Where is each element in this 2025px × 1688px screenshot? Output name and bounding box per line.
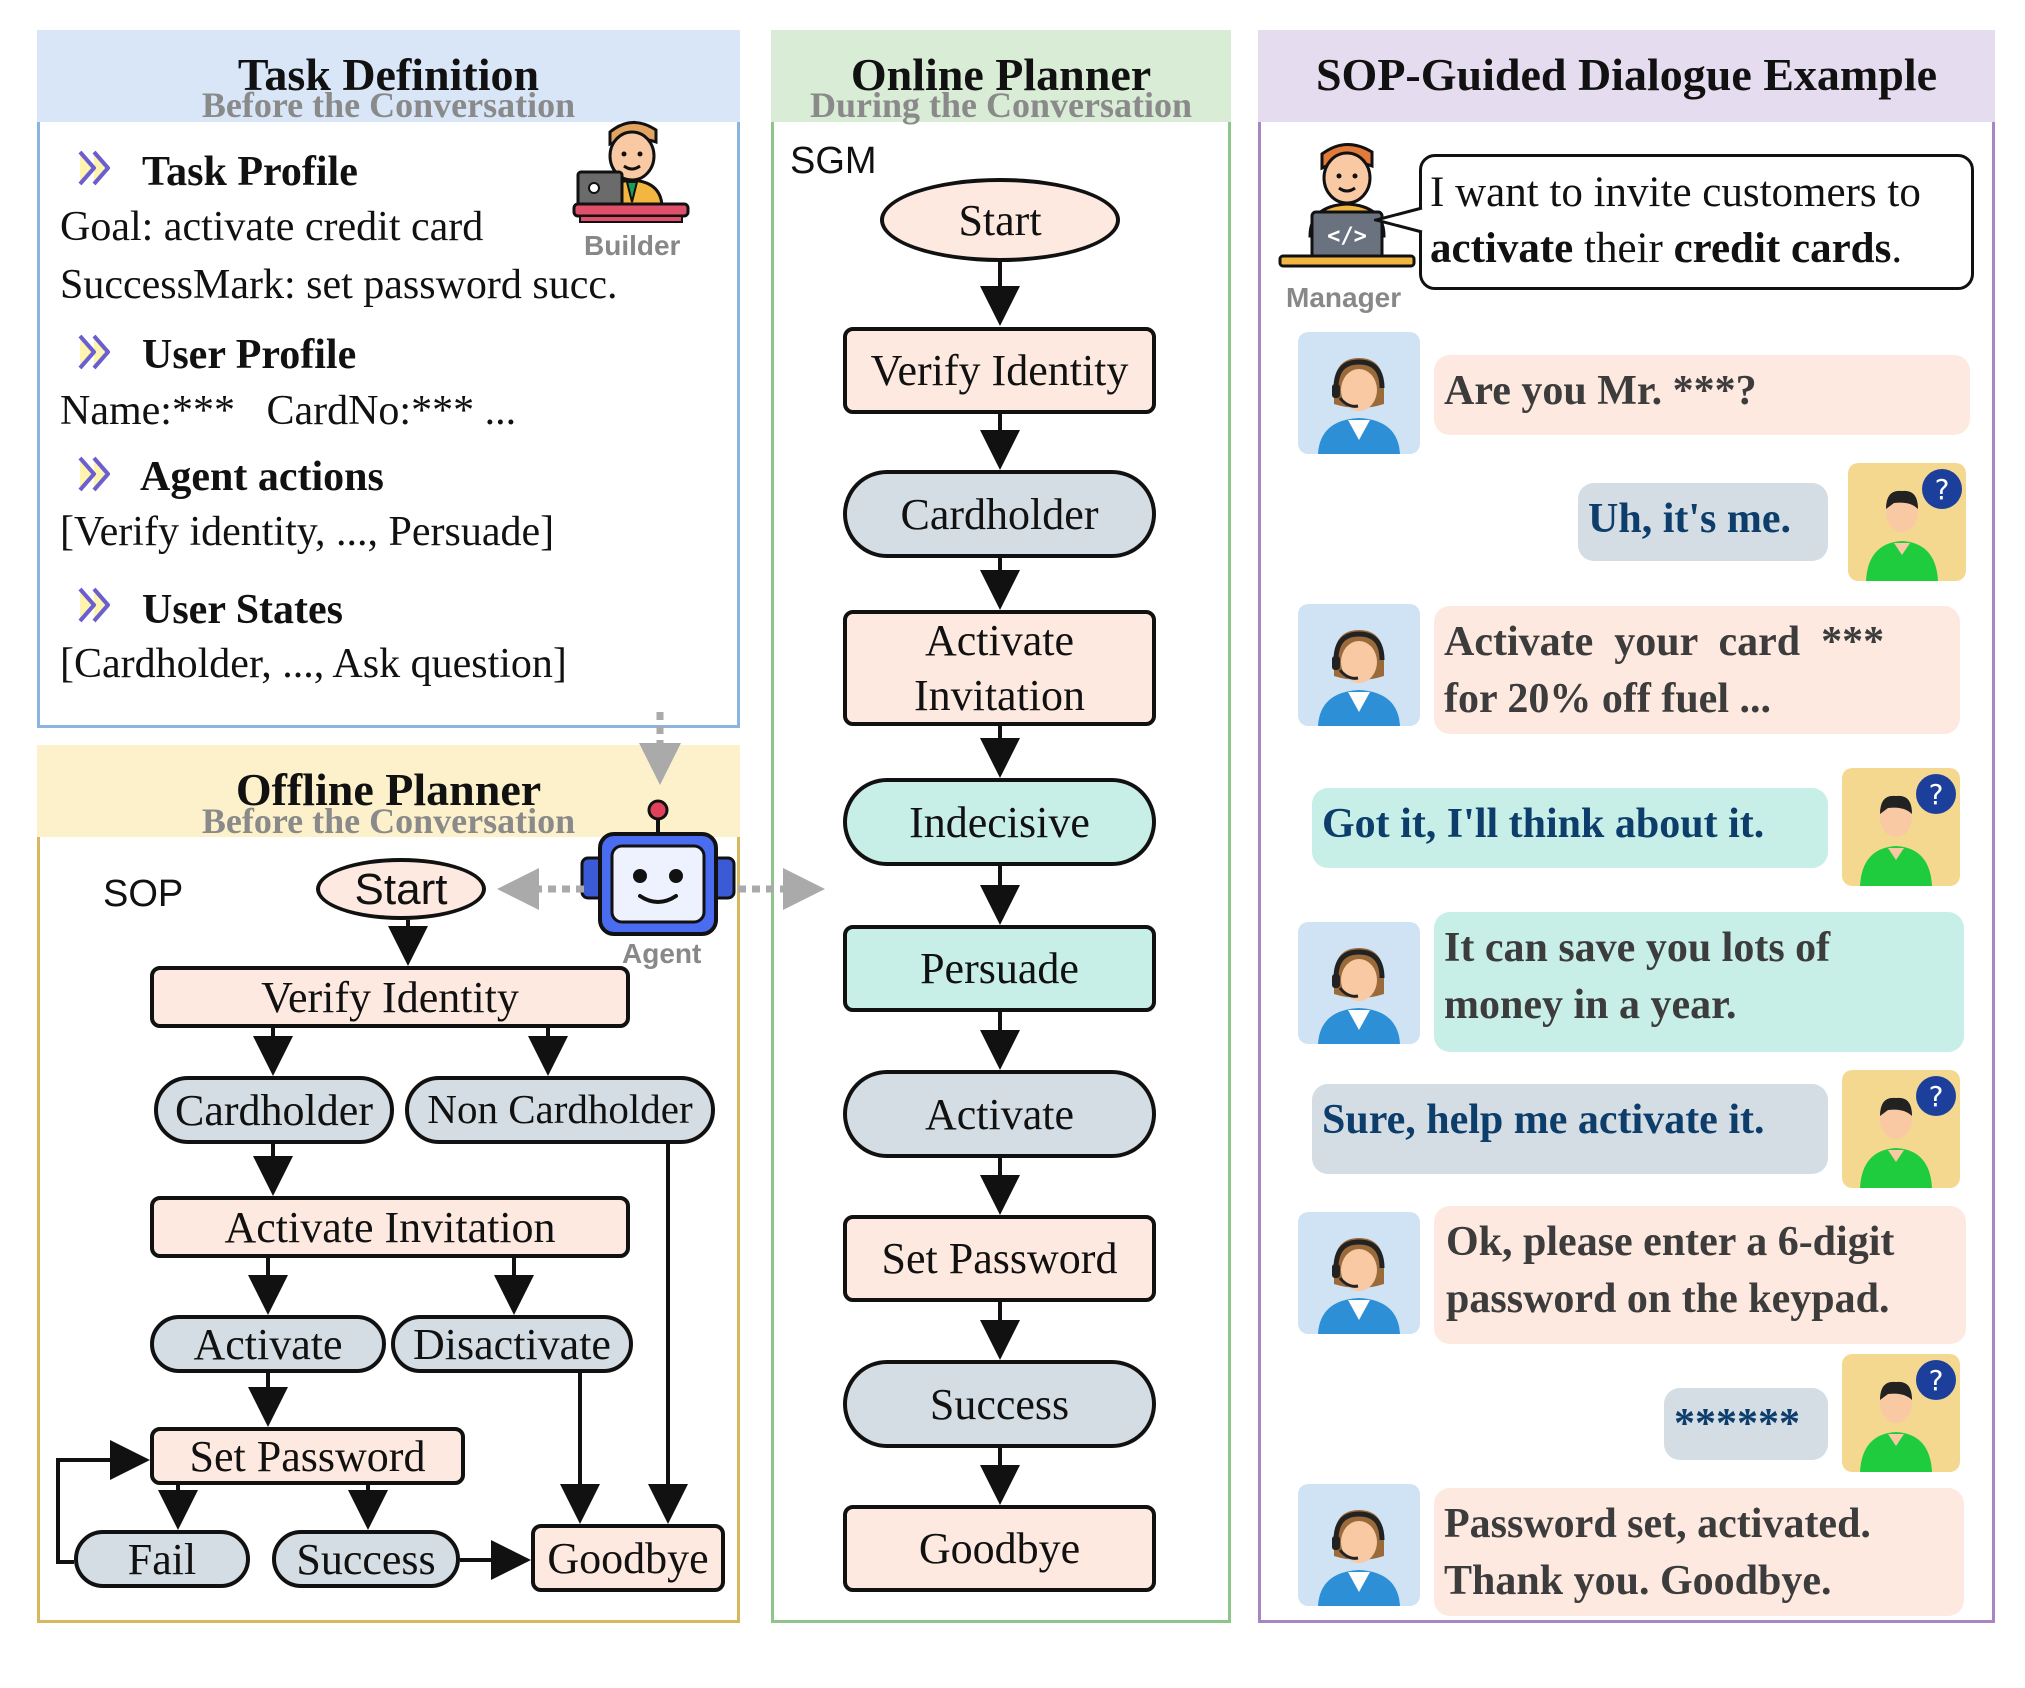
online-planner-subtitle: During the Conversation	[809, 85, 1192, 125]
sgm-indecisive-node: Indecisive	[843, 778, 1156, 866]
svg-text:?: ?	[1929, 1364, 1944, 1397]
offline-planner-title: Offline Planner	[235, 764, 542, 815]
sgm-cardholder-node: Cardholder	[843, 470, 1156, 558]
user-message: Sure, help me activate it.	[1312, 1084, 1828, 1174]
sgm-success-node: Success	[843, 1360, 1156, 1448]
svg-text:?: ?	[1935, 473, 1950, 506]
sop-label: SOP	[103, 873, 184, 915]
manager-request-bubble: I want to invite customers to activate t…	[1419, 154, 1974, 290]
svg-text:?: ?	[1929, 778, 1944, 811]
task-definition-title: Task Definition	[237, 49, 540, 100]
sop-success-node: Success	[272, 1530, 460, 1588]
sop-disactivate-node: Disactivate	[391, 1315, 633, 1373]
speech-tail	[1374, 206, 1423, 234]
robot-agent-icon	[580, 799, 736, 936]
agent-actions-label: Agent actions	[140, 454, 384, 500]
manager-request-text-3: .	[1891, 224, 1903, 272]
sop-cardholder-node: Cardholder	[154, 1076, 394, 1144]
chevron-icon	[78, 456, 110, 492]
agent-message: It can save you lots of money in a year.	[1434, 912, 1964, 1052]
sgm-start-node: Start	[880, 178, 1120, 262]
chevron-icon	[78, 587, 110, 623]
task-profile-success: SuccessMark: set password succ.	[60, 262, 618, 308]
sgm-verify-node: Verify Identity	[843, 327, 1156, 414]
user-avatar-icon: ?	[1842, 768, 1960, 886]
manager-icon: </>	[1278, 143, 1416, 268]
sgm-set-password-node: Set Password	[843, 1215, 1156, 1302]
manager-caption: Manager	[1286, 282, 1402, 313]
sop-verify-node: Verify Identity	[150, 966, 630, 1028]
dialogue-title: SOP-Guided Dialogue Example	[1315, 49, 1938, 100]
agent-message: Password set, activated. Thank you. Good…	[1434, 1488, 1964, 1616]
builder-icon	[572, 121, 690, 223]
user-message: Got it, I'll think about it.	[1312, 788, 1828, 868]
online-planner-title: Online Planner	[850, 49, 1152, 100]
user-message: Uh, it's me.	[1578, 483, 1828, 561]
agent-avatar-icon	[1298, 1212, 1420, 1334]
agent-actions-line: [Verify identity, ..., Persuade]	[60, 509, 555, 555]
user-avatar-icon: ?	[1842, 1354, 1960, 1472]
task-profile-label: Task Profile	[142, 149, 358, 195]
dialogue-header	[1258, 30, 1995, 122]
sop-invitation-node: Activate Invitation	[150, 1196, 630, 1258]
manager-request-bold-2: credit cards	[1673, 224, 1892, 272]
user-states-line: [Cardholder, ..., Ask question]	[60, 641, 567, 687]
sgm-goodbye-node: Goodbye	[843, 1505, 1156, 1592]
agent-message: Ok, please enter a 6-digit password on t…	[1434, 1206, 1966, 1344]
sgm-invitation-node: Activate Invitation	[843, 610, 1156, 726]
offline-planner-subtitle: Before the Conversation	[201, 801, 576, 841]
task-profile-goal: Goal: activate credit card	[60, 204, 484, 250]
manager-request-text-2: their	[1573, 224, 1674, 272]
agent-message: Activate your card *** for 20% off fuel …	[1434, 606, 1960, 734]
agent-avatar-icon	[1298, 922, 1420, 1044]
sop-goodbye-node: Goodbye	[531, 1524, 725, 1592]
user-profile-line: Name:*** CardNo:*** ...	[60, 388, 517, 434]
user-avatar-icon: ?	[1848, 463, 1966, 581]
user-states-label: User States	[142, 587, 344, 633]
online-planner-header	[771, 30, 1231, 122]
user-message: ******	[1664, 1388, 1828, 1460]
task-definition-header	[37, 30, 740, 122]
sop-start-node: Start	[316, 858, 486, 920]
offline-planner-header	[37, 745, 740, 837]
svg-text:</>: </>	[1327, 224, 1367, 249]
sop-activate-node: Activate	[150, 1315, 386, 1373]
user-avatar-icon: ?	[1842, 1070, 1960, 1188]
agent-caption: Agent	[622, 938, 702, 969]
sgm-persuade-node: Persuade	[843, 925, 1156, 1012]
sgm-label: SGM	[790, 140, 877, 182]
svg-text:?: ?	[1929, 1080, 1944, 1113]
sop-set-password-node: Set Password	[150, 1427, 465, 1485]
agent-avatar-icon	[1298, 604, 1420, 726]
sop-fail-node: Fail	[74, 1530, 250, 1588]
builder-caption: Builder	[584, 230, 681, 261]
agent-avatar-icon	[1298, 1484, 1420, 1606]
manager-request-bold-1: activate	[1430, 224, 1574, 272]
task-definition-subtitle: Before the Conversation	[201, 85, 576, 125]
agent-message: Are you Mr. ***?	[1434, 355, 1970, 435]
manager-request-text: I want to invite customers to	[1430, 169, 1921, 216]
sop-non-cardholder-node: Non Cardholder	[405, 1076, 715, 1144]
user-profile-label: User Profile	[142, 332, 357, 378]
chevron-icon	[78, 334, 110, 370]
agent-avatar-icon	[1298, 332, 1420, 454]
chevron-icon	[78, 150, 110, 186]
sgm-activate-node: Activate	[843, 1070, 1156, 1158]
